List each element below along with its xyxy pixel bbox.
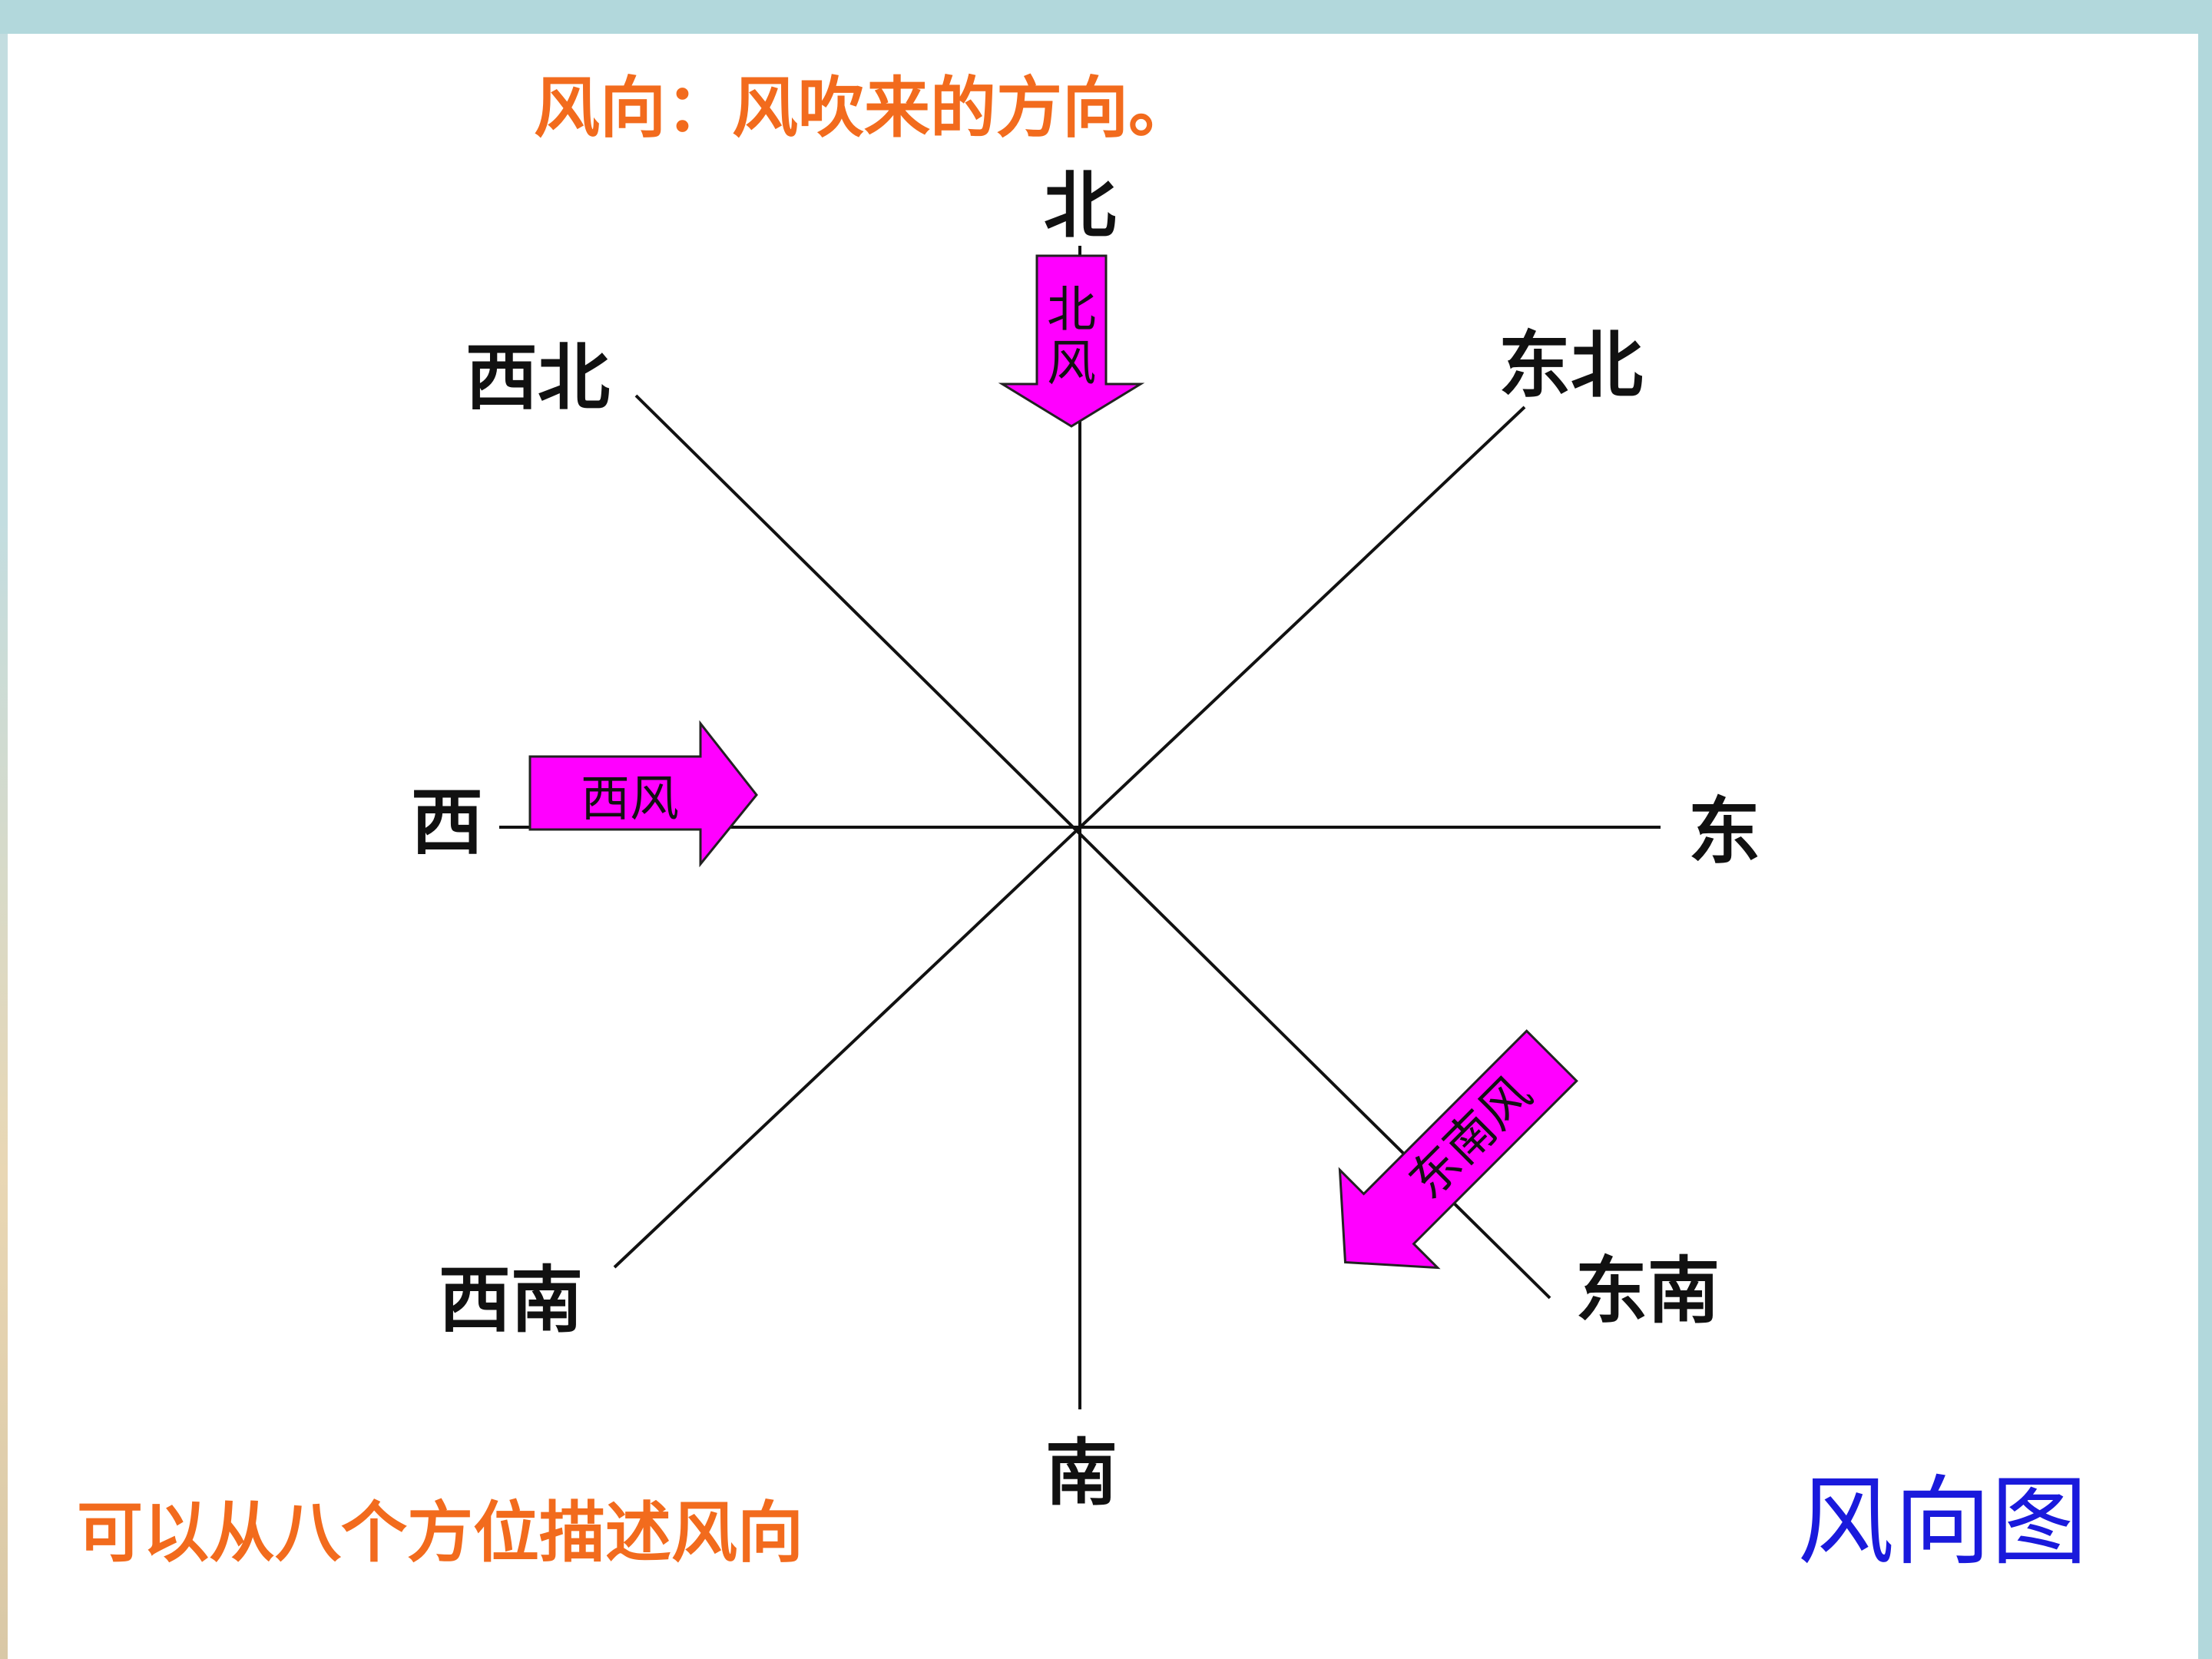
west-wind-arrow-shape [528,720,758,868]
line-northeast-southwest [613,406,1526,1269]
line-northwest-southeast [634,394,1551,1300]
label-northeast: 东北 [1498,324,1643,408]
label-southeast: 东南 [1575,1250,1720,1333]
slide-right-band [2198,34,2212,1659]
north-wind-label-line2: 风 [1047,336,1096,392]
subtitle: 风向：风吹来的方向。 [534,70,1194,147]
west-wind-arrow: 西风 [528,720,758,868]
southeast-wind-arrow-shape [1338,1029,1578,1270]
west-wind-label: 西风 [581,771,679,828]
slide-left-edge [0,34,8,1659]
north-wind-label-line1: 北 [1047,282,1096,339]
southeast-wind-arrow: 东南风 [1338,1029,1578,1270]
north-wind-arrow-shape [998,254,1145,428]
diagram-title: 风向图 [1797,1465,2088,1578]
label-south: 南 [1045,1432,1118,1515]
slide-top-band [0,0,2212,34]
label-northwest: 西北 [465,336,610,420]
label-east: 东 [1688,790,1760,874]
bottom-note: 可以从八个方位描述风向 [77,1495,803,1571]
label-west: 西 [411,781,483,865]
north-wind-arrow: 北 风 [998,254,1145,428]
label-southwest: 西南 [439,1259,583,1343]
label-north: 北 [1044,164,1116,248]
